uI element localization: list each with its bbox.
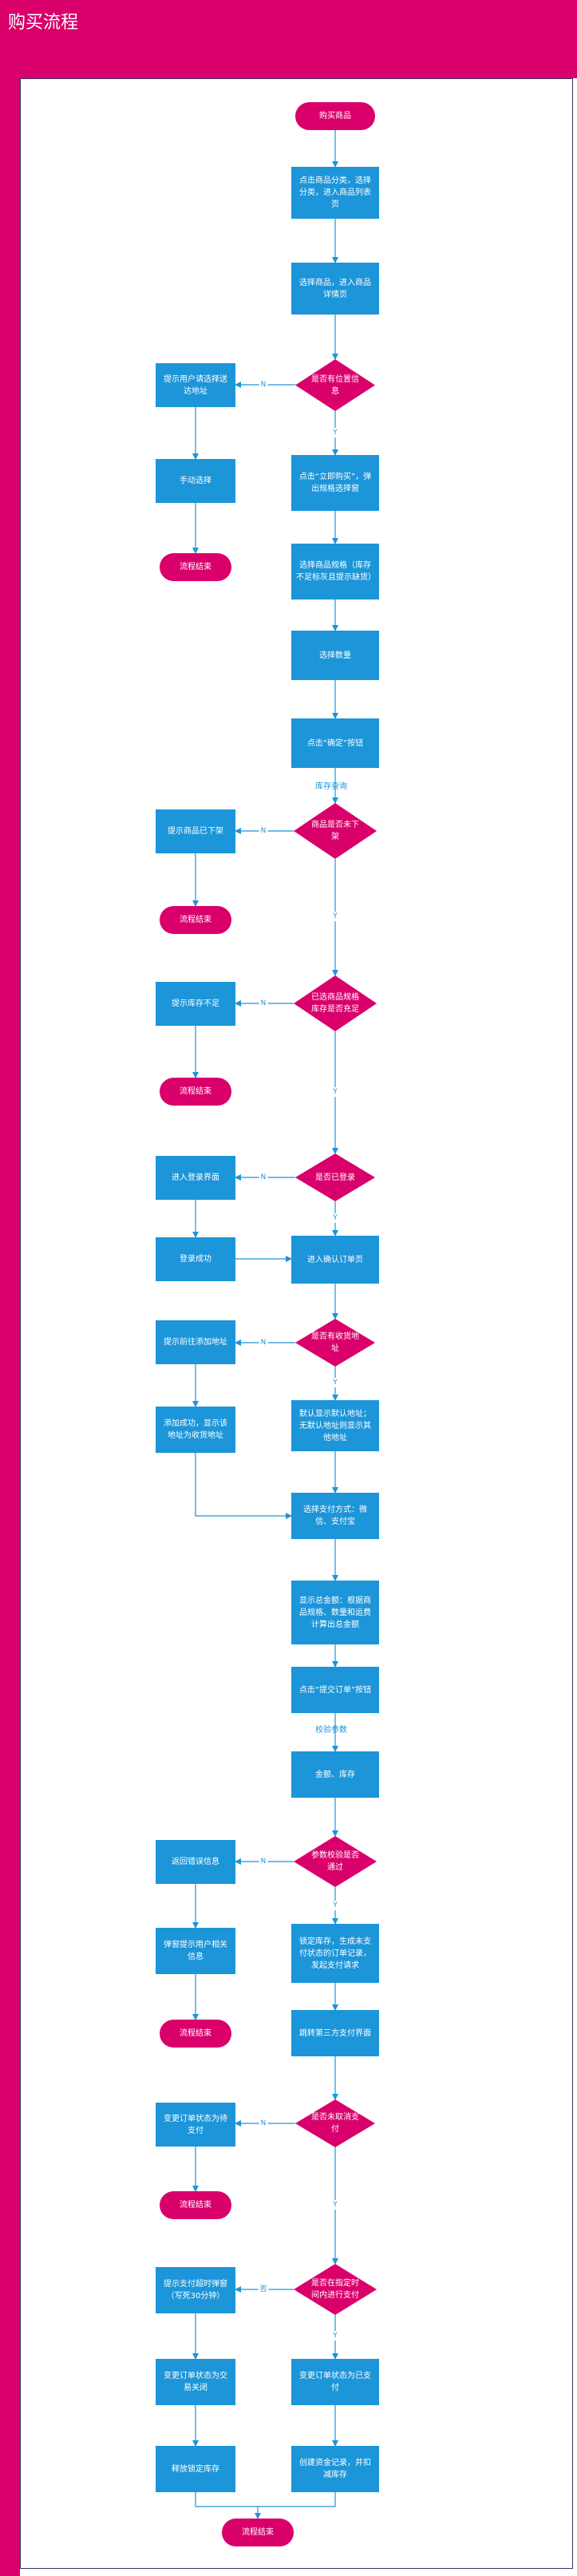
prompt-stock-step: 提示库存不足 xyxy=(156,982,235,1026)
deduct-stock-step: 创建资金记录，并扣减库存 xyxy=(291,2446,379,2492)
browse-category-step: 点击商品分类，选择分类，进入商品列表页 xyxy=(291,167,379,219)
end-cancel-terminal: 流程结束 xyxy=(160,2191,231,2219)
connector-label-no: N xyxy=(259,1338,268,1347)
timeout-decision: 是否在指定时间内进行支付 xyxy=(294,2264,377,2315)
choose-spec-step: 选择商品规格（库存不足标灰且提示缺货） xyxy=(291,544,379,599)
login-decision: 是否已登录 xyxy=(295,1153,375,1201)
default-address-step: 默认显示默认地址；无默认地址则显示其他地址 xyxy=(291,1400,379,1451)
start-terminal: 购买商品 xyxy=(295,102,375,130)
final-end-terminal: 流程结束 xyxy=(222,2519,294,2546)
connector-label-yes: Y xyxy=(331,2331,339,2341)
add-success-step: 添加成功，显示该地址为收货地址 xyxy=(156,1407,235,1453)
prompt-address-step: 提示用户请选择送达地址 xyxy=(156,363,235,407)
payment-method-step: 选择支付方式：微信、支付宝 xyxy=(291,1493,379,1539)
stock-query-label: 库存查询 xyxy=(315,782,347,791)
flow-edge xyxy=(195,2492,261,2519)
confirm-button-step: 点击“确定”按钮 xyxy=(291,718,379,768)
choose-qty-step: 选择数量 xyxy=(291,631,379,680)
amount-stock-step: 金额、库存 xyxy=(291,1751,379,1798)
third-party-payment-step: 跳转第三方支付界面 xyxy=(291,2010,379,2056)
stock-decision: 已选商品规格库存是否充足 xyxy=(294,975,377,1031)
buy-now-step: 点击“立即购买”，弹出规格选择窗 xyxy=(291,455,379,511)
total-amount-step: 显示总金额：根据商品规格、数量和运费计算出总金额 xyxy=(291,1581,379,1644)
end-offline-terminal: 流程结束 xyxy=(160,906,231,934)
end-params-terminal: 流程结束 xyxy=(160,2020,231,2048)
connector-label-no: N xyxy=(259,826,268,836)
connector-label-no-cn: 否 xyxy=(258,2285,269,2294)
login-success-step: 登录成功 xyxy=(156,1237,235,1281)
lock-stock-step: 锁定库存，生成未支付状态的订单记录，发起支付请求 xyxy=(291,1924,379,1983)
connector-label-yes: Y xyxy=(331,1213,339,1223)
connector-label-yes: Y xyxy=(331,1901,339,1910)
end-no-location-terminal: 流程结束 xyxy=(160,553,231,581)
connector-label-no: N xyxy=(259,999,268,1008)
connector-label-yes: Y xyxy=(331,912,339,921)
connector-label-yes: Y xyxy=(331,2200,339,2210)
connector-label-no: N xyxy=(259,1857,268,1866)
open-detail-step: 选择商品，进入商品详情页 xyxy=(291,263,379,315)
swimlane-side-bar xyxy=(0,78,20,2576)
timeout-popup-step: 提示支付超时弹窗（写死30分钟） xyxy=(156,2267,235,2313)
cancel-payment-decision: 是否未取消支付 xyxy=(295,2099,375,2147)
mark-closed-step: 变更订单状态为交易关闭 xyxy=(156,2359,235,2405)
connector-label-yes: Y xyxy=(331,1087,339,1097)
prompt-offline-step: 提示商品已下架 xyxy=(156,809,235,853)
popup-error-step: 弹窗提示用户相关信息 xyxy=(156,1928,235,1974)
mark-paid-step: 变更订单状态为已支付 xyxy=(291,2359,379,2405)
flow-edge xyxy=(195,1453,292,1519)
confirm-order-step: 进入确认订单页 xyxy=(291,1236,379,1284)
connector-label-yes: Y xyxy=(331,1378,339,1387)
flow-edge xyxy=(258,2492,336,2507)
validate-params-label: 校验参数 xyxy=(315,1726,347,1735)
swimlane-header xyxy=(0,48,577,78)
connector-label-no: N xyxy=(259,1173,268,1182)
connector-label-no: N xyxy=(259,2119,268,2128)
title-bar: 购买流程 xyxy=(0,0,577,48)
offline-decision: 商品是否未下架 xyxy=(294,803,377,859)
address-decision: 是否有收货地址 xyxy=(295,1319,375,1367)
mark-pending-step: 变更订单状态为待支付 xyxy=(156,2103,235,2147)
end-stock-terminal: 流程结束 xyxy=(160,1078,231,1106)
connector-label-yes: Y xyxy=(331,428,339,437)
release-stock-step: 释放锁定库存 xyxy=(156,2446,235,2492)
login-screen-step: 进入登录界面 xyxy=(156,1156,235,1200)
params-decision: 参数校验是否通过 xyxy=(294,1836,377,1887)
manual-select-step: 手动选择 xyxy=(156,459,235,503)
return-error-step: 返回错误信息 xyxy=(156,1840,235,1884)
location-decision: 是否有位置信息 xyxy=(295,359,375,411)
connector-label-no: N xyxy=(259,380,268,390)
page-title: 购买流程 xyxy=(8,13,79,33)
submit-order-step: 点击“提交订单”按钮 xyxy=(291,1667,379,1713)
prompt-add-address-step: 提示前往添加地址 xyxy=(156,1320,235,1364)
